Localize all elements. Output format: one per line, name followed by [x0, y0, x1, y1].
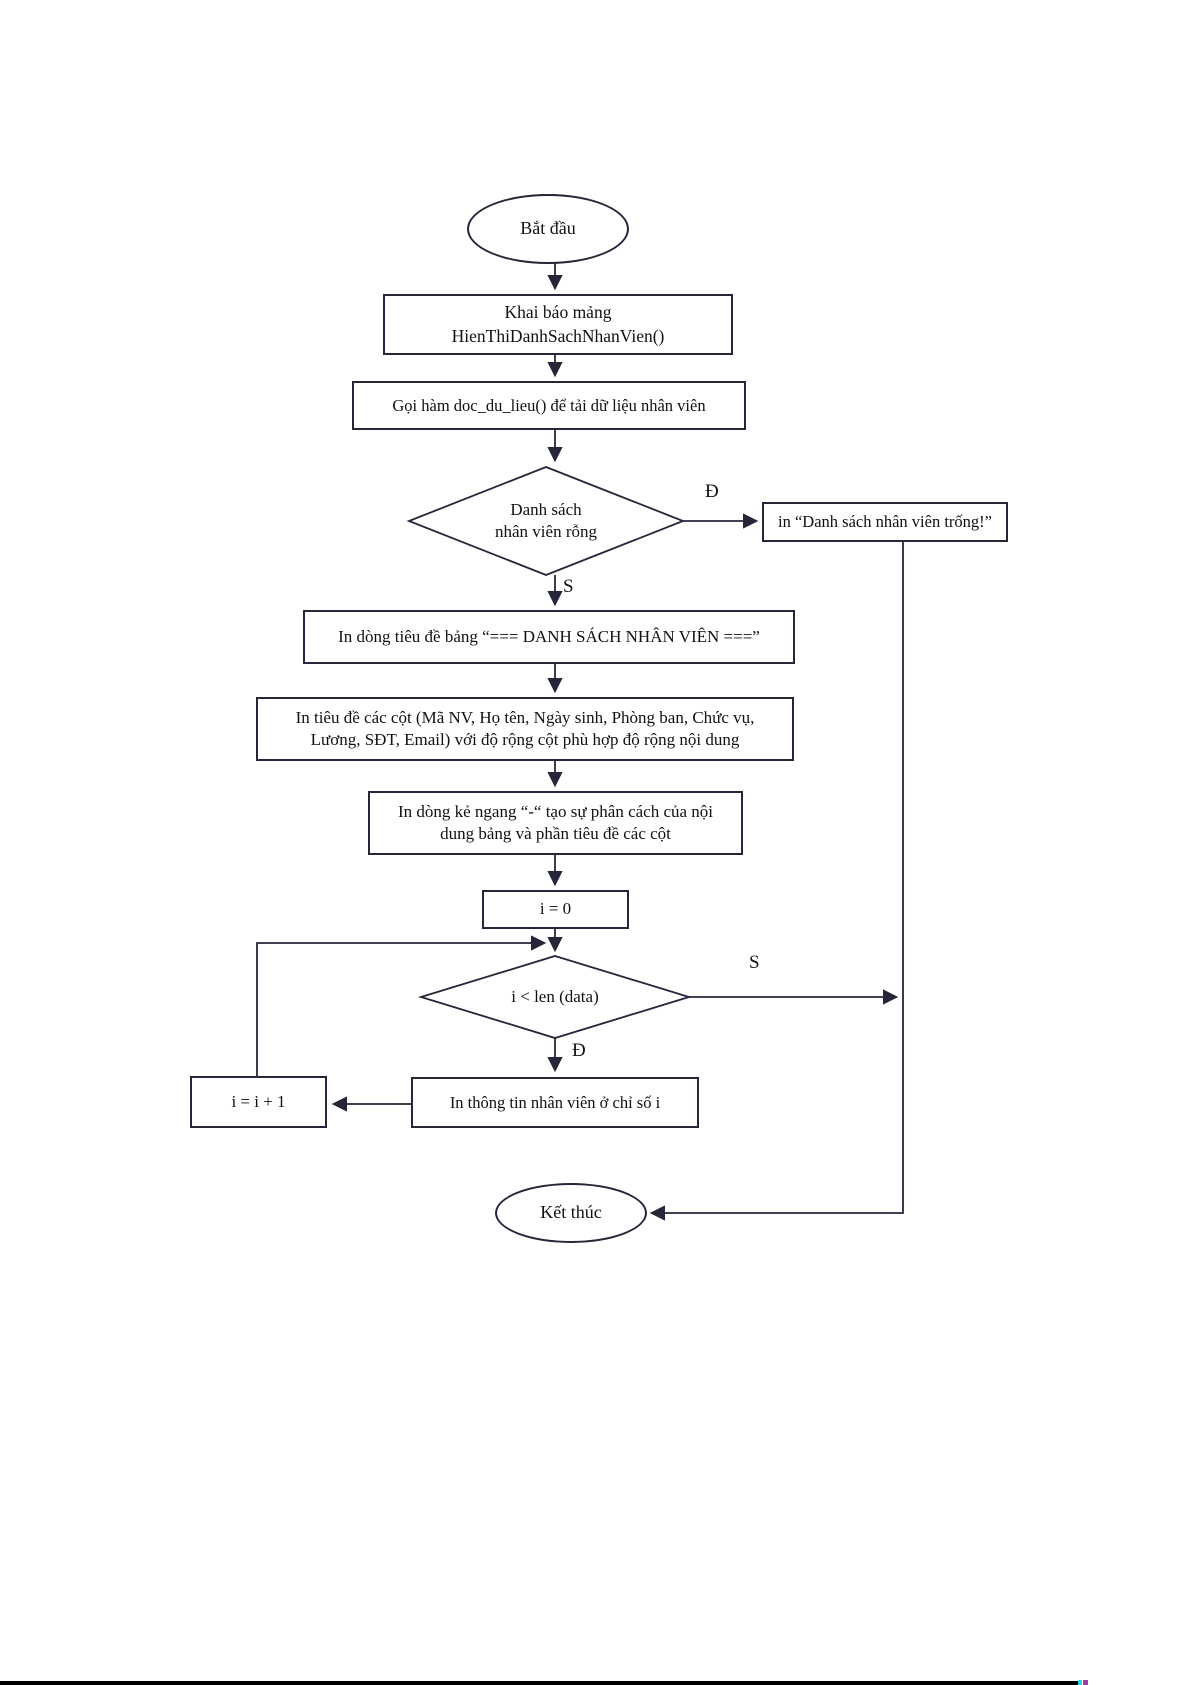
declare-line1: Khai báo mảng: [504, 302, 612, 323]
branch-label-loop-yes: Đ: [572, 1040, 586, 1061]
print-separator-line1: In dòng kẻ ngang “-“ tạo sự phân cách củ…: [397, 801, 714, 821]
print-table-title-label: In dòng tiêu đề bảng “=== DANH SÁCH NHÂN…: [338, 626, 760, 646]
process-load-data: Gọi hàm doc_du_lieu() để tải dữ liệu nhâ…: [352, 381, 746, 430]
loop-condition-label: i < len (data): [511, 986, 599, 1006]
process-init-counter: i = 0: [482, 890, 629, 929]
check-empty-line2: nhân viên rỗng: [495, 522, 597, 541]
process-print-employee: In thông tin nhân viên ở chỉ số i: [411, 1077, 699, 1128]
decision-empty-shape: [406, 466, 686, 576]
print-column-headers-label: In tiêu đề các cột (Mã NV, Họ tên, Ngày …: [295, 707, 755, 749]
print-employee-label: In thông tin nhân viên ở chỉ số i: [449, 1092, 661, 1112]
decision-empty-text: Danh sách nhân viên rỗng: [430, 489, 662, 553]
edge-increment-loopback: [256, 935, 547, 1076]
branch-label-empty-yes: Đ: [705, 481, 719, 502]
process-print-column-headers: In tiêu đề các cột (Mã NV, Họ tên, Ngày …: [256, 697, 794, 761]
increment-label: i = i + 1: [231, 1091, 286, 1111]
process-print-empty: in “Danh sách nhân viên trống!”: [762, 502, 1008, 542]
end-terminator: Kết thúc: [495, 1183, 647, 1243]
print-empty-label: in “Danh sách nhân viên trống!”: [778, 512, 992, 532]
process-increment: i = i + 1: [190, 1076, 327, 1128]
declare-line2: HienThiDanhSachNhanVien(): [451, 325, 665, 346]
branch-label-empty-no: S: [563, 576, 574, 597]
decision-loop-text: i < len (data): [445, 983, 665, 1011]
start-label: Bắt đầu: [520, 218, 576, 239]
end-label: Kết thúc: [540, 1202, 602, 1223]
footer-magenta-dot: [1083, 1680, 1088, 1685]
process-print-separator: In dòng kẻ ngang “-“ tạo sự phân cách củ…: [368, 791, 743, 855]
decision-loop-shape: [417, 955, 693, 1039]
branch-label-loop-no: S: [749, 952, 760, 973]
load-data-label: Gọi hàm doc_du_lieu() để tải dữ liệu nhâ…: [392, 395, 706, 415]
page-bottom-border: [0, 1681, 1078, 1685]
print-separator-line2: dung bảng và phần tiêu đề các cột: [440, 824, 671, 843]
start-terminator: Bắt đầu: [467, 194, 629, 264]
init-counter-label: i = 0: [539, 899, 572, 919]
edge-right-to-end: [649, 542, 904, 1221]
footer-cyan-dot: [1078, 1680, 1082, 1685]
process-print-table-title: In dòng tiêu đề bảng “=== DANH SÁCH NHÂN…: [303, 610, 795, 664]
process-declare-array: Khai báo mảng HienThiDanhSachNhanVien(): [383, 294, 733, 355]
check-empty-line1: Danh sách: [510, 499, 582, 519]
